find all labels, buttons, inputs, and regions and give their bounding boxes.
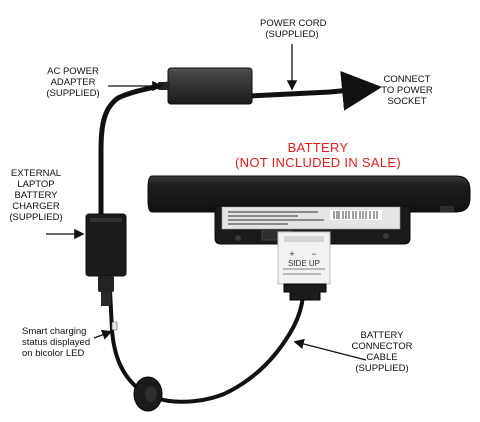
connector-plus-symbol: +	[289, 249, 294, 259]
label-led-line1: Smart charging	[22, 326, 87, 337]
label-charger: EXTERNAL LAPTOP BATTERY CHARGER (SUPPLIE…	[4, 168, 68, 223]
label-charger-line5: (SUPPLIED)	[9, 212, 63, 223]
label-charger-line2: LAPTOP	[17, 179, 55, 190]
label-cable: BATTERY CONNECTOR CABLE (SUPPLIED)	[340, 330, 424, 374]
ferrite-bead	[133, 376, 163, 412]
label-cable-line4: (SUPPLIED)	[355, 363, 409, 374]
label-charger-line1: EXTERNAL	[10, 168, 62, 179]
label-ac-adapter-line1: AC POWER	[47, 66, 99, 77]
label-connect-line3: SOCKET	[387, 96, 427, 107]
label-connect-line1: CONNECT	[383, 74, 431, 85]
label-cable-line2: CONNECTOR	[351, 341, 413, 352]
external-charger	[85, 213, 127, 306]
label-connect-line2: TO POWER	[381, 85, 433, 96]
battery-connector-cable	[108, 288, 305, 404]
label-ac-adapter: AC POWER ADAPTER (SUPPLIED)	[36, 66, 110, 99]
label-led-line2: status displayed	[22, 337, 91, 348]
battery-connector-clip: + − SIDE UP	[277, 231, 331, 301]
adapter-to-charger-cable	[98, 81, 171, 218]
label-ac-adapter-line2: ADAPTER	[50, 77, 96, 88]
label-battery-line1: BATTERY	[287, 140, 349, 155]
label-ac-adapter-line3: (SUPPLIED)	[46, 88, 100, 99]
laptop-battery	[147, 175, 471, 245]
label-power-cord: POWER CORD (SUPPLIED)	[260, 18, 327, 40]
ac-power-adapter	[158, 67, 253, 105]
arrow-led	[93, 329, 113, 340]
label-battery-line2: (NOT INCLUDED IN SALE)	[235, 155, 401, 170]
connector-minus-symbol: −	[311, 249, 316, 259]
label-cable-line3: CABLE	[366, 352, 398, 363]
label-power-cord-line1: POWER CORD	[260, 18, 327, 29]
connector-side-up-text: SIDE UP	[288, 259, 320, 268]
label-cable-line1: BATTERY	[360, 330, 404, 341]
label-led-line3: on bicolor LED	[22, 348, 85, 359]
label-charger-line4: CHARGER	[12, 201, 60, 212]
label-connect: CONNECT TO POWER SOCKET	[376, 74, 438, 107]
label-power-cord-line2: (SUPPLIED)	[265, 29, 319, 40]
label-led: Smart charging status displayed on bicol…	[22, 326, 102, 359]
label-battery: BATTERY (NOT INCLUDED IN SALE)	[232, 140, 404, 170]
arrow-cable	[293, 338, 367, 361]
label-charger-line3: BATTERY	[14, 190, 58, 201]
bicolor-led	[111, 321, 118, 331]
power-cord	[247, 70, 382, 111]
